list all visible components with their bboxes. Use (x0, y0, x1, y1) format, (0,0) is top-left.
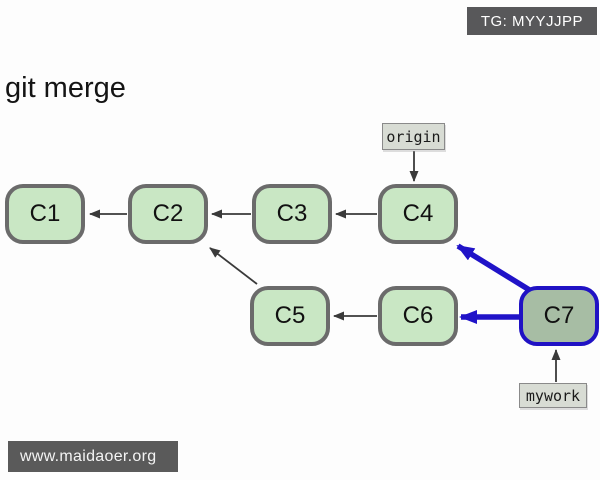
commit-node-c7-highlighted: C7 (519, 286, 599, 346)
page-title: git merge (5, 72, 126, 104)
commit-node-label: C7 (543, 302, 575, 329)
commit-node-c5: C5 (250, 286, 330, 346)
commit-node-label: C1 (29, 200, 61, 227)
commit-node-label: C4 (402, 200, 434, 227)
commit-node-c1: C1 (5, 184, 85, 244)
commit-node-label: C2 (152, 200, 184, 227)
watermark-badge-top: TG: MYYJJPP (466, 7, 597, 35)
edge-c7-c4-highlight (456, 243, 538, 297)
watermark-url-bar: www.maidaoer.org (8, 441, 178, 472)
commit-node-c2: C2 (128, 184, 208, 244)
commit-node-label: C5 (274, 302, 306, 329)
ref-label-mywork: mywork (519, 383, 587, 408)
commit-node-c3: C3 (252, 184, 332, 244)
commit-node-label: C3 (276, 200, 308, 227)
edge-c5-c2 (209, 247, 258, 285)
commit-node-c4: C4 (378, 184, 458, 244)
ref-label-origin: origin (382, 123, 445, 150)
commit-node-label: C6 (402, 302, 434, 329)
commit-node-c6: C6 (378, 286, 458, 346)
